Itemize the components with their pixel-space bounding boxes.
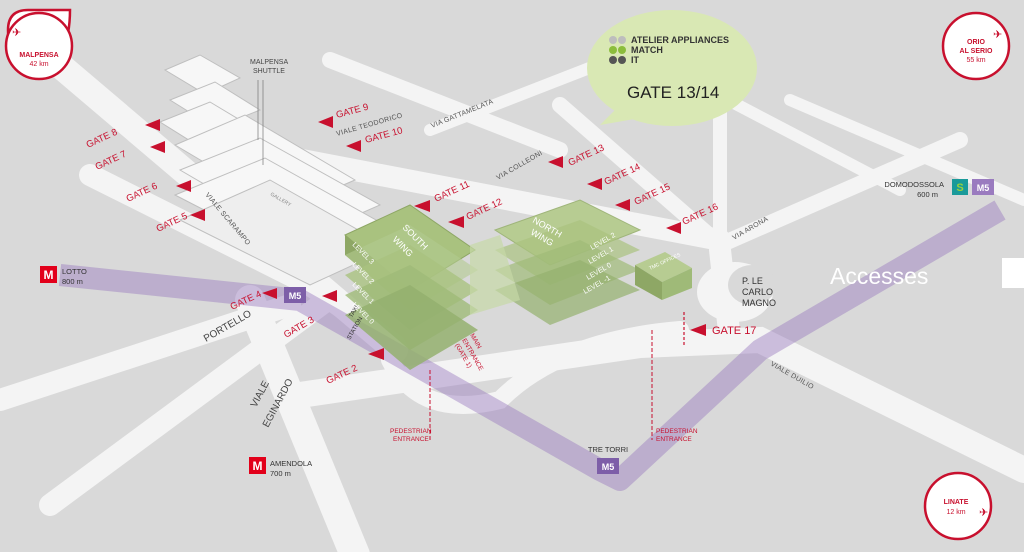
- pedestrian-entrance-2-line2: ENTRANCE: [656, 436, 692, 443]
- airport-malpensa-distance: 42 km: [29, 61, 48, 68]
- gate-arrow-9: [318, 116, 333, 128]
- event-name-line2: MATCH: [631, 45, 663, 55]
- event-name-line3: IT: [631, 55, 640, 65]
- gate-arrow-13: [548, 156, 563, 168]
- gate-arrow-2: [368, 348, 384, 360]
- metro-lotto-distance: 800 m: [62, 277, 83, 286]
- offices-building: [635, 252, 692, 300]
- m5-line-icon: [284, 287, 306, 303]
- event-logo-dot-1: [609, 36, 617, 44]
- piazza-label-2: CARLO: [742, 287, 773, 297]
- event-logo-dot-5: [609, 56, 617, 64]
- gate-arrow-5: [190, 209, 205, 221]
- event-logo-dot-3: [609, 46, 617, 54]
- airport-linate-distance: 12 km: [946, 509, 965, 516]
- metro-icon-letter: M: [253, 459, 263, 473]
- gate-arrow-4: [262, 288, 277, 299]
- piazza-label-1: P. LE: [742, 276, 763, 286]
- metro-domodossola[interactable]: DOMODOSSOLA 600 m S M5: [884, 179, 994, 199]
- piazza-label-3: MAGNO: [742, 298, 776, 308]
- gate-arrow-11: [414, 200, 430, 212]
- gate-arrow-7: [150, 141, 165, 153]
- event-logo-dot-6: [618, 56, 626, 64]
- m5-line-label: M5: [289, 291, 302, 301]
- event-callout: ATELIER APPLIANCES MATCH IT GATE 13/14: [587, 10, 757, 126]
- m5-line-label: M5: [602, 462, 615, 472]
- airport-orio-name2: AL SERIO: [960, 48, 993, 55]
- airport-orio-distance: 55 km: [966, 57, 985, 64]
- m5-line-icon: [972, 179, 994, 195]
- metro-tre-torri-name: TRE TORRI: [588, 445, 628, 454]
- gate-arrow-15: [615, 199, 630, 211]
- plane-icon: ✈: [979, 507, 988, 519]
- map-title: Accesses: [830, 263, 928, 289]
- pedestrian-entrance-2-line1: PEDESTRIAN: [656, 428, 698, 435]
- metro-lotto-name: LOTTO: [62, 267, 87, 276]
- taxi-station-label-1: TAXI: [349, 305, 361, 319]
- plane-icon: ✈: [993, 29, 1002, 41]
- metro-amendola-name: AMENDOLA: [270, 459, 312, 468]
- suburban-rail-letter: S: [956, 182, 963, 194]
- metro-icon-letter: M: [44, 268, 54, 282]
- metro-amendola[interactable]: M AMENDOLA 700 m: [249, 457, 312, 478]
- metro-domodossola-name: DOMODOSSOLA: [884, 180, 944, 189]
- gate-arrow-16: [666, 222, 681, 234]
- metro-icon: [249, 457, 266, 474]
- gate-arrow-10: [346, 140, 361, 152]
- piazzale-center: [728, 265, 776, 305]
- airport-malpensa-name: MALPENSA: [19, 52, 58, 59]
- pedestrian-entrance-1-line2: ENTRANCE: [393, 436, 429, 443]
- airport-linate-name: LINATE: [944, 499, 969, 506]
- gate-arrows: [145, 116, 706, 360]
- gate-arrow-17: [690, 324, 706, 336]
- pedestrian-entrance-1-line1: PEDESTRIAN: [390, 428, 432, 435]
- event-name-line1: ATELIER APPLIANCES: [631, 35, 729, 45]
- malpensa-shuttle-label-2: SHUTTLE: [253, 68, 285, 75]
- edge-tab: [1002, 258, 1024, 288]
- south-wing-building: [344, 204, 478, 370]
- metro-tre-torri[interactable]: TRE TORRI M5: [588, 445, 628, 474]
- event-gate-label: GATE 13/14: [627, 83, 719, 102]
- airport-badge-orio[interactable]: ✈ ORIO AL SERIO 55 km: [941, 11, 1011, 81]
- suburban-rail-icon: [952, 179, 968, 195]
- metro-amendola-distance: 700 m: [270, 469, 291, 478]
- metro-lotto[interactable]: M LOTTO 800 m: [40, 266, 87, 286]
- gate-arrow-8: [145, 119, 160, 131]
- malpensa-shuttle-pointer: [257, 80, 264, 165]
- gate-arrow-12: [448, 216, 464, 228]
- gate-17-label[interactable]: GATE 17: [712, 325, 756, 337]
- metro-domodossola-distance: 600 m: [917, 190, 938, 199]
- m5-line-icon: [597, 458, 619, 474]
- m5-line-label: M5: [977, 183, 990, 193]
- gate-arrow-6: [176, 180, 191, 192]
- event-logo-dot-2: [618, 36, 626, 44]
- malpensa-shuttle-label-1: MALPENSA: [250, 59, 288, 66]
- event-logo-dot-4: [618, 46, 626, 54]
- airport-orio-name1: ORIO: [967, 39, 985, 46]
- exploded-floor-stack: [158, 54, 392, 286]
- airport-badge-linate[interactable]: ✈ LINATE 12 km: [923, 471, 993, 541]
- gate-arrow-14: [587, 178, 602, 190]
- airport-badge-malpensa[interactable]: ✈ MALPENSA 42 km: [4, 8, 74, 81]
- gate-arrow-3: [322, 290, 337, 302]
- plane-icon: ✈: [12, 27, 21, 39]
- metro-portello-m5[interactable]: M5: [284, 287, 306, 303]
- metro-icon: [40, 266, 57, 283]
- north-wing-building: [470, 199, 642, 325]
